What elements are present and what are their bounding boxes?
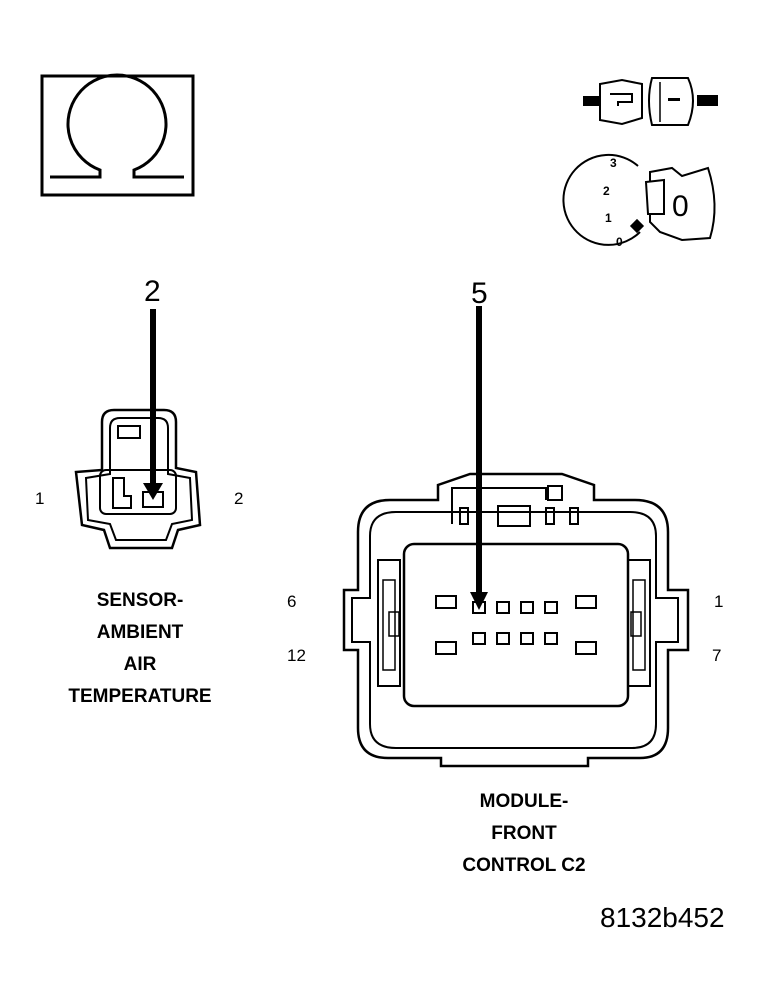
sensor-connector-caption: SENSOR- AMBIENT AIR TEMPERATURE bbox=[0, 585, 290, 713]
module-caption-line-1: MODULE- bbox=[479, 791, 569, 812]
module-pin-12-label: 12 bbox=[287, 646, 306, 665]
ignition-position-0: 0 bbox=[616, 235, 623, 249]
module-pin-1-label: 1 bbox=[714, 592, 724, 611]
sensor-caption-line-4: TEMPERATURE bbox=[68, 686, 212, 707]
ignition-position-2: 2 bbox=[603, 184, 610, 198]
sensor-pin-arrow bbox=[143, 309, 163, 500]
module-pin-arrow bbox=[470, 306, 488, 610]
sensor-pin-2-label: 2 bbox=[234, 489, 244, 508]
sensor-caption-line-2: AMBIENT bbox=[96, 622, 184, 643]
sensor-pin-1-label: 1 bbox=[35, 489, 45, 508]
module-pin-7-label: 7 bbox=[712, 646, 722, 665]
sensor-arrow-pin-number: 2 bbox=[144, 275, 161, 308]
sensor-caption-line-3: AIR bbox=[123, 654, 157, 675]
module-caption-line-3: CONTROL C2 bbox=[462, 855, 586, 876]
ignition-position-3: 3 bbox=[610, 156, 617, 170]
ohm-icon bbox=[40, 73, 195, 197]
sensor-connector-outline bbox=[74, 408, 202, 550]
disconnect-connector-icon bbox=[583, 77, 718, 126]
module-pin-6-label: 6 bbox=[287, 592, 297, 611]
ignition-off-icon bbox=[562, 153, 716, 246]
sensor-caption-line-1: SENSOR- bbox=[96, 590, 184, 611]
ignition-key-symbol: 0 bbox=[672, 190, 689, 223]
figure-id: 8132b452 bbox=[600, 902, 725, 933]
ignition-position-1: 1 bbox=[605, 211, 612, 225]
module-caption-line-2: FRONT bbox=[491, 823, 557, 844]
module-connector-outline bbox=[342, 472, 690, 768]
module-connector-caption: MODULE- FRONT CONTROL C2 bbox=[374, 786, 674, 882]
module-arrow-pin-number: 5 bbox=[471, 277, 488, 310]
